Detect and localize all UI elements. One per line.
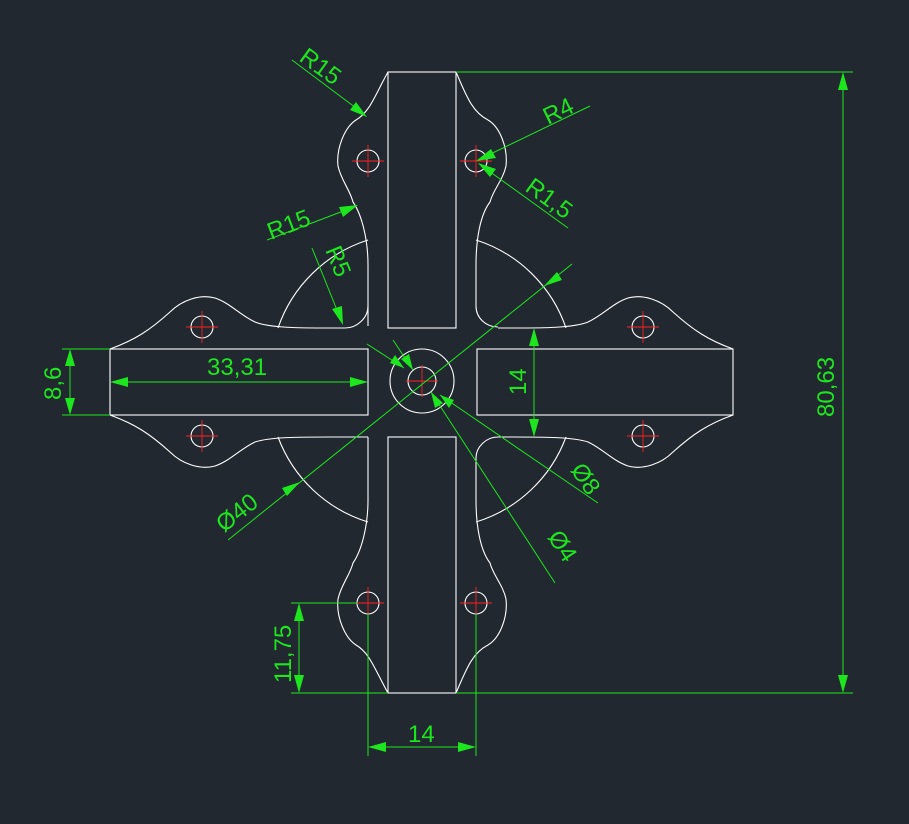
leader-dia-8 [439, 394, 599, 504]
label-dia-4: Ø4 [542, 526, 582, 568]
label-r5: R5 [319, 242, 356, 281]
label-14-vertical: 14 [505, 368, 532, 395]
label-dia-8: Ø8 [565, 458, 605, 500]
label-14-horizontal: 14 [408, 721, 435, 748]
leader-dia-4 [430, 391, 556, 584]
outline-bottom-left [337, 437, 389, 694]
outline-right-bottom [498, 414, 734, 468]
outline-bottom-right [455, 436, 507, 694]
leader-r15-left [266, 206, 355, 241]
outline-left-top [109, 296, 369, 350]
outline-top-left [337, 71, 389, 326]
leader-r4 [479, 105, 591, 160]
label-r1-5: R1,5 [520, 173, 577, 225]
outline-top-right [455, 71, 507, 328]
label-80-63: 80,63 [813, 357, 840, 417]
leader-dia-40 [227, 263, 573, 541]
hub-outer-circle [389, 348, 455, 414]
label-r15-left: R15 [263, 205, 314, 246]
arc-quadrant-top-right [475, 239, 567, 329]
arm-top [387, 71, 457, 329]
leader-r1-5 [481, 165, 569, 229]
outline-right-top [498, 296, 734, 350]
label-r15-top: R15 [294, 43, 345, 91]
label-33-31: 33,31 [207, 354, 267, 381]
outline-left-bottom [109, 414, 368, 468]
label-r4: R4 [539, 93, 578, 131]
arm-bottom [387, 436, 457, 694]
dimension-lines [62, 59, 853, 756]
arm-right [476, 348, 734, 416]
arc-quadrant-bottom-right [475, 436, 567, 523]
label-dia-40: Ø40 [211, 489, 263, 538]
center-marks [186, 145, 659, 619]
arc-quadrant-bottom-left [277, 436, 369, 523]
arc-quadrant-top-left [277, 239, 369, 329]
leader-r15-top [291, 59, 365, 115]
label-11-75: 11,75 [270, 625, 297, 683]
label-8-6: 8,6 [40, 367, 67, 400]
